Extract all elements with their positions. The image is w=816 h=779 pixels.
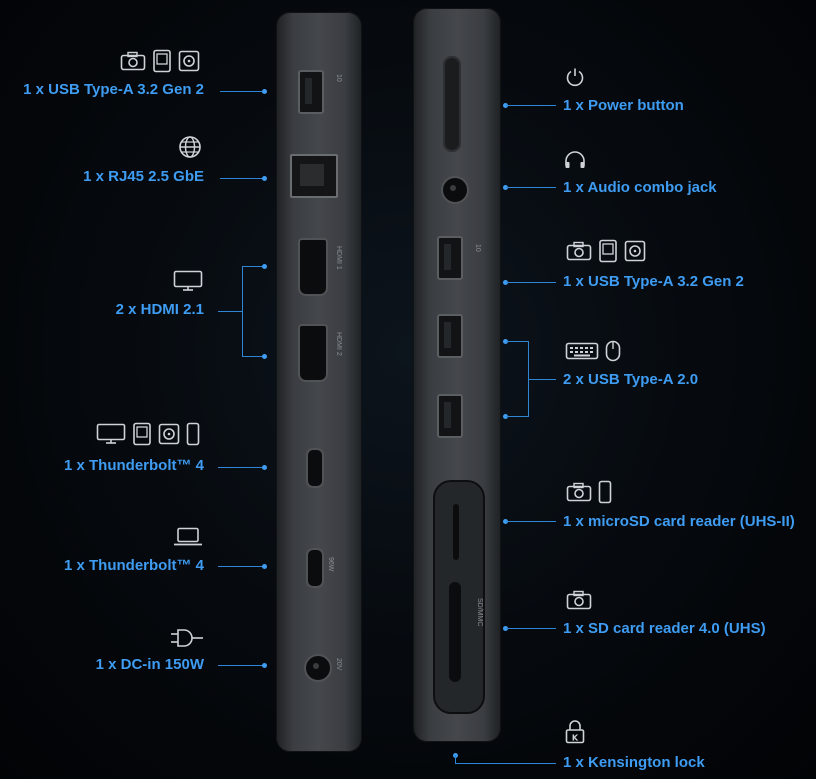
label-usb-a-2-0: 2 x USB Type-A 2.0 — [563, 371, 699, 388]
label-audio-jack: 1 x Audio combo jack — [563, 179, 717, 196]
hdmi-2-port — [298, 324, 328, 382]
label-microsd: 1 x microSD card reader (UHS-II) — [563, 513, 795, 530]
keyboard-icon — [565, 341, 599, 361]
leader-dot — [262, 354, 267, 359]
dc-in-port — [304, 654, 332, 682]
label-kensington: 1 x Kensington lock — [563, 754, 705, 771]
leader-line — [220, 91, 264, 92]
thunderbolt-port-2 — [306, 548, 324, 588]
thunderbolt-1-icons — [96, 422, 200, 446]
label-thunderbolt-2: 1 x Thunderbolt™ 4 — [63, 557, 204, 574]
label-usb-a-3-2-front: 1 x USB Type-A 3.2 Gen 2 — [563, 273, 744, 290]
leader-line — [218, 311, 242, 312]
leader-dot — [503, 626, 508, 631]
dc-marking: 20V — [335, 658, 342, 671]
leader-dot — [503, 103, 508, 108]
leader-line — [506, 341, 528, 342]
leader-line — [506, 628, 556, 629]
label-thunderbolt-1: 1 x Thunderbolt™ 4 — [63, 457, 204, 474]
usb-2-icons — [565, 340, 621, 362]
leader-dot — [262, 564, 267, 569]
leader-line — [242, 266, 264, 267]
dock-front-panel: 10 SD/MMC — [413, 8, 501, 742]
bracket-line — [242, 266, 243, 356]
leader-line — [242, 356, 264, 357]
usb2-port-1 — [437, 314, 463, 358]
leader-dot — [262, 465, 267, 470]
leader-line — [506, 521, 556, 522]
thunderbolt-port-1 — [306, 448, 324, 488]
power-button — [443, 56, 461, 152]
leader-dot — [262, 89, 267, 94]
phone-icon — [598, 480, 612, 504]
usb-speed-marking-front: 10 — [474, 244, 481, 252]
hdmi-1-port — [298, 238, 328, 296]
leader-dot — [262, 663, 267, 668]
label-hdmi: 2 x HDMI 2.1 — [115, 301, 204, 318]
camera-icon — [566, 241, 592, 261]
leader-dot — [262, 264, 267, 269]
leader-line — [506, 187, 556, 188]
headphones-icon — [564, 150, 586, 170]
camera-icon — [120, 51, 146, 71]
hdmi-2-marking: HDMI 2 — [335, 332, 342, 356]
sd-slot — [449, 582, 461, 682]
leader-line — [506, 416, 528, 417]
leader-line — [506, 105, 556, 106]
leader-dot — [503, 519, 508, 524]
monitor-icon — [96, 423, 126, 445]
phone-icon — [186, 422, 200, 446]
leader-line — [218, 566, 264, 567]
rj45-port — [290, 154, 338, 198]
label-sd-reader: 1 x SD card reader 4.0 (UHS) — [563, 620, 766, 637]
camera-icon — [566, 482, 592, 502]
leader-line — [220, 178, 264, 179]
lock-icon: K — [565, 720, 585, 744]
drive-icon — [598, 239, 618, 263]
laptop-icon — [173, 527, 203, 547]
leader-line — [506, 282, 556, 283]
label-rj45: 1 x RJ45 2.5 GbE — [83, 168, 204, 185]
pd-marking: 96W — [327, 557, 334, 572]
leader-dot — [503, 280, 508, 285]
card-reader-bay — [433, 480, 485, 714]
disk-icon — [178, 50, 200, 72]
microsd-slot — [453, 504, 459, 560]
power-icon — [565, 67, 585, 87]
leader-line — [528, 379, 556, 380]
leader-line — [456, 763, 556, 764]
usb-a-front-icons — [566, 239, 646, 263]
usb-a-icons — [120, 49, 200, 73]
monitor-icon — [173, 270, 203, 292]
leader-line — [218, 467, 264, 468]
microsd-icons — [566, 480, 612, 504]
usb2-port-2 — [437, 394, 463, 438]
leader-dot — [262, 176, 267, 181]
usb-a-front-port — [437, 236, 463, 280]
camera-icon — [566, 590, 592, 610]
leader-dot — [503, 414, 508, 419]
disk-icon — [158, 423, 180, 445]
sd-marking: SD/MMC — [476, 598, 483, 627]
drive-icon — [132, 422, 152, 446]
usb-a-port — [298, 70, 324, 114]
leader-line — [218, 665, 264, 666]
usb-speed-marking: 10 — [335, 74, 342, 82]
drive-icon — [152, 49, 172, 73]
globe-icon — [178, 135, 202, 159]
dock-rear-panel: 10 HDMI 1 HDMI 2 96W 20V — [276, 12, 362, 752]
plug-icon — [170, 628, 204, 648]
label-dc-in: 1 x DC-in 150W — [95, 656, 204, 673]
audio-jack — [441, 176, 469, 204]
leader-dot — [503, 185, 508, 190]
leader-dot — [503, 339, 508, 344]
disk-icon — [624, 240, 646, 262]
svg-text:K: K — [572, 734, 579, 743]
label-power-button: 1 x Power button — [563, 97, 684, 114]
leader-line — [455, 755, 456, 764]
mouse-icon — [605, 340, 621, 362]
label-usb-a-3-2: 1 x USB Type-A 3.2 Gen 2 — [23, 81, 204, 98]
hdmi-1-marking: HDMI 1 — [335, 246, 342, 270]
